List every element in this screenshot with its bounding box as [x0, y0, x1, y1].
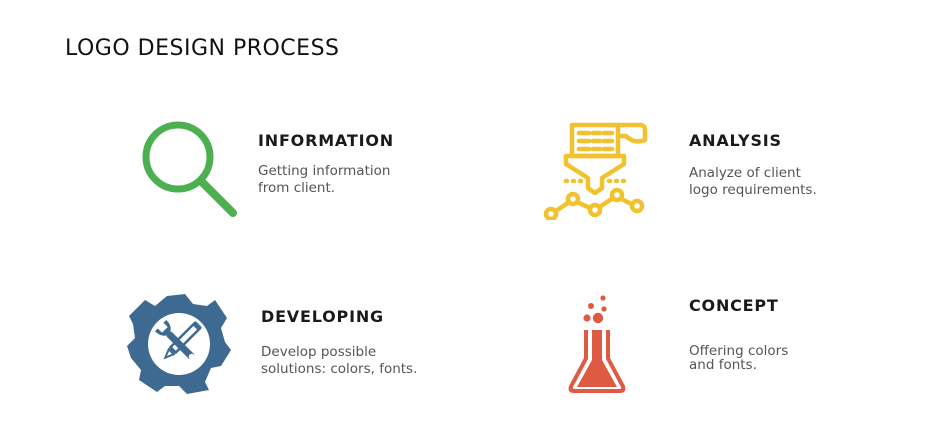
step-description-line: Develop possible [261, 344, 377, 360]
page-title: LOGO DESIGN PROCESS [65, 36, 340, 61]
step-description: Analyze of client logo requirements. [689, 165, 817, 199]
step-description-line: solutions: colors, fonts. [261, 361, 418, 377]
step-description: Offering colors and fonts. [689, 344, 788, 372]
step-description-line: Offering colors [689, 343, 789, 359]
step-description-line: logo requirements. [689, 182, 817, 198]
step-title: CONCEPT [689, 296, 779, 315]
step-description: Getting information from client. [258, 163, 390, 197]
step-title: INFORMATION [258, 131, 394, 150]
step-description-line: from client. [258, 180, 336, 196]
gear-tools-icon [127, 292, 231, 394]
step-title: DEVELOPING [261, 307, 384, 326]
step-description-line: and fonts. [689, 357, 757, 373]
flask-icon [567, 294, 627, 396]
search-icon [138, 118, 240, 220]
step-title: ANALYSIS [689, 131, 782, 150]
data-funnel-icon [542, 120, 648, 220]
step-description-line: Analyze of client [689, 165, 801, 181]
step-description: Develop possible solutions: colors, font… [261, 344, 417, 378]
step-description-line: Getting information [258, 163, 391, 179]
